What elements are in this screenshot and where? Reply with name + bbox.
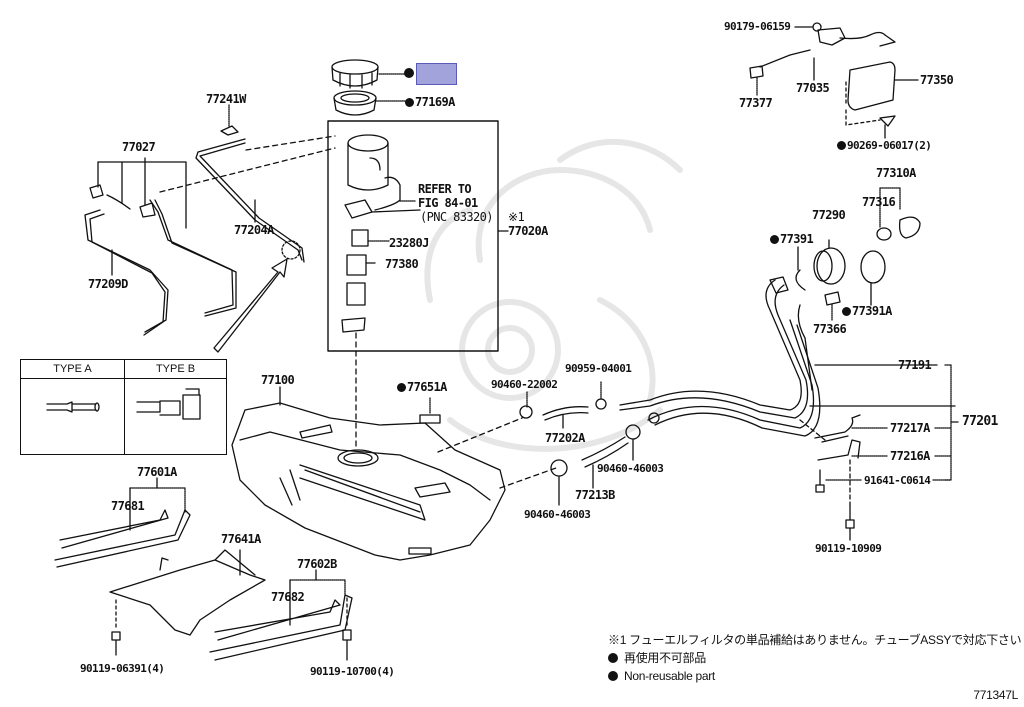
clamp-77216A xyxy=(817,439,861,461)
footnote-1: ※1 フューエルフィルタの単品補給はありません。チューブASSYで対応下さい xyxy=(608,633,1022,647)
clamp-90460-46003-upper xyxy=(625,424,641,440)
part-label-77602B[interactable]: 77602B xyxy=(297,557,337,571)
refer-note-line2[interactable]: FIG 84-01 xyxy=(418,196,478,210)
part-label-77202A[interactable]: 77202A xyxy=(545,431,585,445)
part-label-90460-46003-upper[interactable]: 90460-46003 xyxy=(597,462,664,475)
clamp-90460-22002 xyxy=(519,405,533,419)
part-label-90460-22002[interactable]: 90460-22002 xyxy=(491,378,558,391)
part-label-90179-06159[interactable]: 90179-06159 xyxy=(724,20,791,33)
part-label-77035[interactable]: 77035 xyxy=(796,81,830,95)
part-label-77027[interactable]: 77027 xyxy=(122,140,156,154)
part-label-90460-46003-lower[interactable]: 90460-46003 xyxy=(524,508,591,521)
non-reusable-marker-icon xyxy=(404,68,414,78)
tube-77204A xyxy=(195,138,305,263)
legend-en-text: Non-reusable part xyxy=(624,669,715,683)
part-label-90959-04001[interactable]: 90959-04001 xyxy=(565,362,632,375)
pump-module-box xyxy=(327,120,499,352)
part-label-77191[interactable]: 77191 xyxy=(898,358,932,372)
pad-77651A xyxy=(419,414,441,424)
part-label-77380[interactable]: 77380 xyxy=(385,257,419,271)
part-label-77169A[interactable]: 77169A xyxy=(405,95,455,109)
type-b-connector-drawing xyxy=(136,388,201,420)
part-label-77290[interactable]: 77290 xyxy=(812,208,846,222)
part-label-77020A[interactable]: 77020A xyxy=(508,224,548,238)
screw-90269-06017 xyxy=(879,115,896,127)
part-label-77209D[interactable]: 77209D xyxy=(88,277,128,291)
note-ref-mark: ※1 xyxy=(508,210,525,224)
refer-note-line3: (PNC 83320) xyxy=(420,210,493,224)
bolt-91641-C0614 xyxy=(815,469,825,493)
type-b-header: TYPE B xyxy=(125,360,226,379)
filler-pipe-77191 xyxy=(619,276,956,437)
fuel-lid-77350 xyxy=(847,61,896,111)
highlighted-part-label[interactable] xyxy=(416,63,457,85)
tube-77209D xyxy=(84,199,237,336)
clamp-77217A xyxy=(814,414,861,443)
table-divider xyxy=(124,360,125,454)
o-ring-77391 xyxy=(795,269,806,291)
part-label-77241W[interactable]: 77241W xyxy=(206,92,246,106)
legend-jp-text: 再使用不可部品 xyxy=(624,651,706,665)
type-a-connector-drawing xyxy=(46,401,100,413)
legend-en: Non-reusable part xyxy=(608,669,715,683)
part-label-77316[interactable]: 77316 xyxy=(862,195,896,209)
part-label-77217A[interactable]: 77217A xyxy=(890,421,930,435)
band-77682 xyxy=(209,569,353,661)
part-label-90119-06391[interactable]: 90119-06391(4) xyxy=(80,662,165,675)
legend-jp: 再使用不可部品 xyxy=(608,651,706,665)
hose-77213B xyxy=(581,436,629,489)
o-ring-77391A xyxy=(860,250,886,284)
figure-id: 771347L xyxy=(973,688,1018,702)
pump-lock-ring xyxy=(331,59,409,89)
part-label-77204A[interactable]: 77204A xyxy=(234,223,274,237)
part-label-77201[interactable]: 77201 xyxy=(962,414,998,429)
part-label-77350[interactable]: 77350 xyxy=(920,73,954,87)
part-label-90269-06017[interactable]: 90269-06017(2) xyxy=(837,139,932,153)
watermark-logo xyxy=(424,138,683,452)
part-label-77641A[interactable]: 77641A xyxy=(221,532,261,546)
part-label-90119-10909[interactable]: 90119-10909 xyxy=(815,542,882,555)
fuel-cap xyxy=(898,216,921,239)
non-reusable-dot-icon xyxy=(608,653,618,663)
clamp-90460-46003-lower xyxy=(550,459,568,477)
filler-neck-77290 xyxy=(813,239,846,285)
part-label-77682[interactable]: 77682 xyxy=(271,590,305,604)
bracket-77027 xyxy=(89,157,187,229)
part-label-77377[interactable]: 77377 xyxy=(739,96,773,110)
non-reusable-dot-icon xyxy=(608,671,618,681)
clamp-90959-04001 xyxy=(595,398,607,410)
part-label-91641-C0614[interactable]: 91641-C0614 xyxy=(864,474,931,487)
part-label-23280J[interactable]: 23280J xyxy=(389,236,429,250)
part-label-77216A[interactable]: 77216A xyxy=(890,449,930,463)
connector-type-table: TYPE A TYPE B xyxy=(20,359,227,455)
lock-cylinder-77377 xyxy=(749,65,764,79)
band-77681 xyxy=(54,477,191,568)
lid-opener-77035 xyxy=(759,22,896,81)
part-label-77651A[interactable]: 77651A xyxy=(397,380,447,394)
part-label-90119-10700[interactable]: 90119-10700(4) xyxy=(310,665,395,678)
part-label-77391A[interactable]: 77391A xyxy=(842,304,892,318)
part-label-77601A[interactable]: 77601A xyxy=(137,465,177,479)
part-label-77366[interactable]: 77366 xyxy=(813,322,847,336)
part-label-77213B[interactable]: 77213B xyxy=(575,488,615,502)
fuel-pump-assembly xyxy=(341,134,421,451)
bolt-90119-10909 xyxy=(845,504,855,541)
clip-77366 xyxy=(824,291,841,306)
fuel-tank-77100 xyxy=(231,386,506,561)
protector-77641A xyxy=(109,549,266,656)
hose-77202A xyxy=(542,406,589,429)
gasket-77316 xyxy=(876,227,892,241)
part-label-77100[interactable]: 77100 xyxy=(261,373,295,387)
part-label-77681[interactable]: 77681 xyxy=(111,499,145,513)
type-a-header: TYPE A xyxy=(21,360,125,379)
pump-gasket xyxy=(333,90,406,116)
refer-note-line1: REFER TO xyxy=(418,182,472,196)
part-label-77310A[interactable]: 77310A xyxy=(876,166,916,180)
part-label-77391[interactable]: 77391 xyxy=(770,232,814,246)
